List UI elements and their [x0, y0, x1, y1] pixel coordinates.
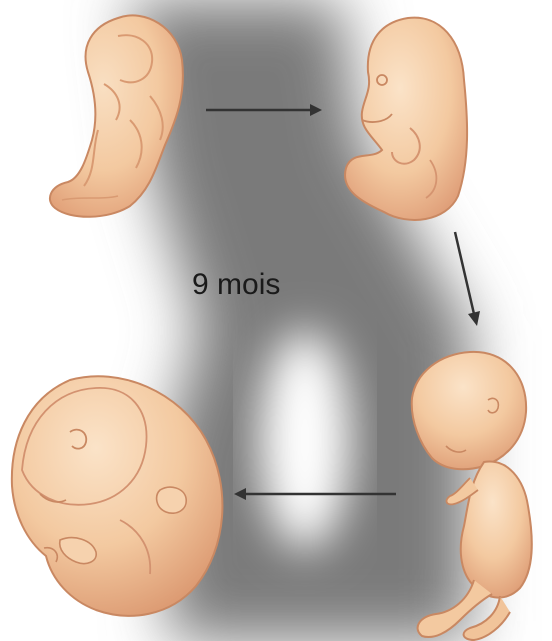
duration-label: 9 mois [192, 270, 280, 300]
